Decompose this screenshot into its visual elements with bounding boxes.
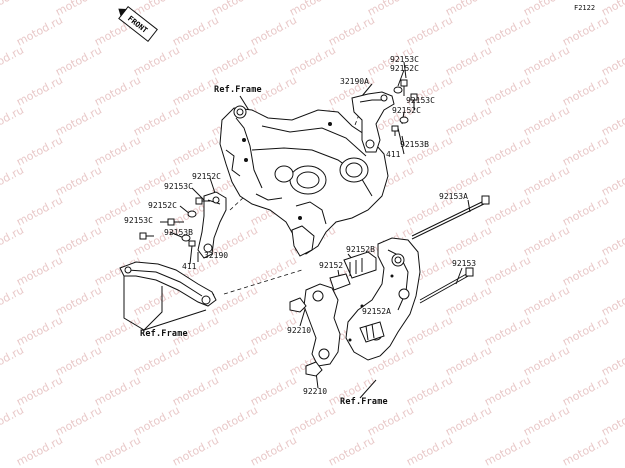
callout-ref-frame-top: Ref.Frame <box>214 85 262 95</box>
callout-92152B: 92152B <box>346 245 375 254</box>
callout-32190: 32190 <box>204 251 229 260</box>
upper-bolts <box>391 79 418 136</box>
callout-92153: 92153 <box>452 259 477 268</box>
callout-411-left: 411 <box>182 262 197 271</box>
callout-92152C-top: 92152C <box>390 64 419 73</box>
callout-92153C-top-b: 92153C <box>406 96 435 105</box>
left-engine-bracket <box>197 191 227 259</box>
callout-411-top: 411 <box>386 150 401 159</box>
callout-92210-a: 92210 <box>287 326 312 335</box>
callout-92153C-left: 92153C <box>164 182 193 191</box>
callout-92152C-left: 92152C <box>192 172 221 181</box>
lower-left-frame-piece <box>119 261 217 307</box>
callout-92152: 92152 <box>319 261 344 270</box>
callout-ref-frame-bottom: Ref.Frame <box>340 397 388 407</box>
callout-92152C-left-b: 92152C <box>148 201 177 210</box>
right-engine-mount <box>289 237 421 377</box>
callout-92153B-top: 92153B <box>400 140 429 149</box>
callout-92152C-top-b: 92152C <box>392 106 421 115</box>
callout-92210-b: 92210 <box>303 387 328 396</box>
long-bolts <box>411 195 490 304</box>
callout-ref-frame-left: Ref.Frame <box>140 329 188 339</box>
left-bolts <box>139 197 210 247</box>
main-frame <box>219 105 389 257</box>
callout-32190A: 32190A <box>340 77 369 86</box>
upper-engine-bracket <box>351 91 395 153</box>
callout-92153C-top: 92153C <box>390 55 419 64</box>
callout-92152A: 92152A <box>362 307 391 316</box>
callout-92153C-left-b: 92153C <box>124 216 153 225</box>
callout-92153B-left: 92153B <box>164 228 193 237</box>
callout-92153A: 92153A <box>439 192 468 201</box>
figure-code: F2122 <box>574 4 596 12</box>
